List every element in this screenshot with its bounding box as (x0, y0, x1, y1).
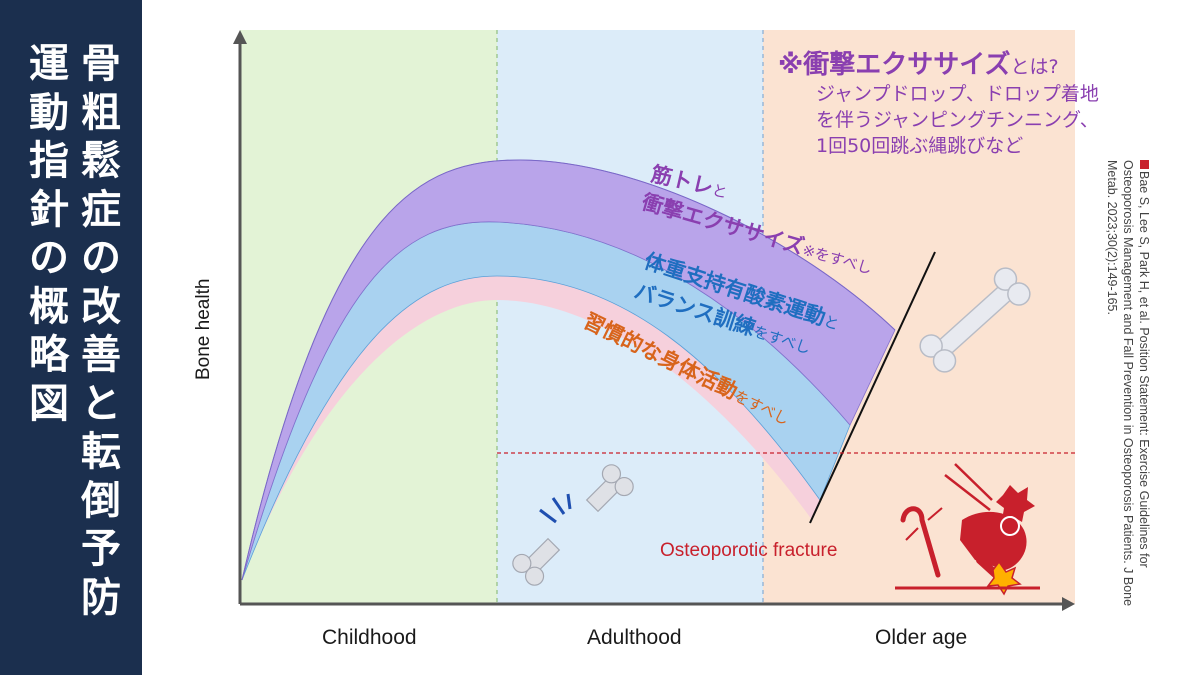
sidebar-title-char: 倒 (81, 477, 121, 524)
band-bottom (242, 276, 820, 580)
sidebar-title-char: の (81, 235, 121, 281)
band-top-outline (241, 159, 896, 581)
x-axis-arrow-icon (1062, 597, 1075, 611)
sidebar-title-char: 概 (29, 283, 69, 330)
y-axis-arrow-icon (233, 30, 247, 44)
sidebar-title-char: 運 (29, 41, 69, 87)
broken-bone-icon (512, 464, 634, 586)
sidebar-panel: 骨粗鬆症の改善と転倒予防 運動指針の概略図 (0, 0, 142, 675)
y-axis-label: Bone health (193, 278, 214, 380)
sidebar-title-char: 症 (81, 186, 121, 233)
sidebar-title-char: 鬆 (81, 138, 121, 184)
sidebar-title-char: 防 (81, 574, 121, 621)
falling-person-icon (895, 463, 1040, 596)
stage-label-olderage: Older age (875, 626, 968, 649)
callout-line-1: ジャンプドロップ、ドロップ着地 (816, 83, 1099, 105)
sidebar-title-char: 転 (81, 429, 121, 475)
sidebar-title-char: 粗 (81, 89, 121, 136)
aging-cutoff-line (809, 251, 936, 524)
sidebar-title-char: 針 (29, 186, 69, 233)
callout-line-3: 1回50回跳ぶ縄跳びなど (816, 135, 1024, 157)
sidebar-title-char: 善 (81, 332, 121, 378)
sidebar-title-char: の (29, 235, 69, 281)
sidebar-title-char: 略 (29, 332, 69, 378)
sidebar-title-column-1: 骨粗鬆症の改善と転倒予防 (76, 40, 126, 622)
callout-line-2: を伴うジャンピングチンニング、 (816, 109, 1099, 131)
citation-bullet-icon (1140, 160, 1149, 169)
fracture-label: Osteoporotic fracture (660, 540, 838, 561)
sidebar-title-char: 指 (29, 138, 69, 184)
stage-label-childhood: Childhood (322, 626, 417, 649)
sidebar-title-char: と (81, 380, 121, 427)
stage-label-adulthood: Adulthood (587, 626, 682, 649)
citation-text: Bae S, Lee S, Park H, et al. Position St… (1105, 160, 1151, 607)
sidebar-title-char: 骨 (81, 41, 121, 87)
healthy-bone-icon (919, 267, 1031, 373)
sidebar-title-char: 予 (81, 526, 121, 572)
sidebar-title-char: 図 (29, 380, 69, 427)
callout-title: ※衝撃エクササイズとは? (778, 50, 1059, 80)
sidebar-title-char: 改 (81, 283, 121, 330)
sidebar-title-column-2: 運動指針の概略図 (24, 40, 74, 428)
sidebar-title-char: 動 (29, 89, 69, 136)
impact-exercise-callout: ※衝撃エクササイズとは? ジャンプドロップ、ドロップ着地 を伴うジャンピングチン… (778, 44, 1099, 159)
